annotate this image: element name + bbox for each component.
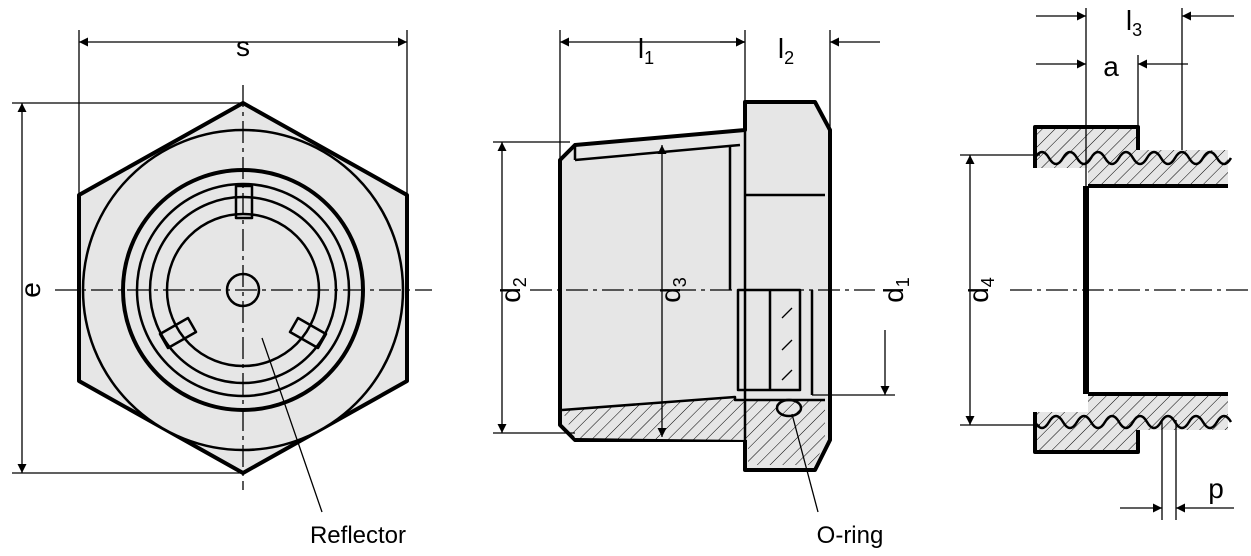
d1-label: d1 [878,277,913,303]
d4-label: d4 [963,277,998,303]
thread-bottom [1033,414,1233,430]
d3-sub: 3 [670,277,690,287]
mounting-view: d4 l3 a p [960,5,1248,520]
side-section-hatch [562,397,825,465]
reflector-slot-left [158,316,198,350]
glass-marks [781,307,793,381]
l2-sub: 2 [784,48,794,68]
side-view: l1 l2 d2 d3 d1 O-ring [493,30,913,549]
l1-base: l [638,33,644,64]
reflector-slot-top [234,184,254,220]
l2-label: l2 [778,33,794,68]
front-view: s e Reflector [12,30,432,549]
d3-base: d [655,287,686,303]
wall-bottom-outline [1033,412,1140,454]
s-label: s [236,31,250,62]
side-section-outline [561,395,825,412]
reflector-callout: Reflector [310,522,406,549]
d4-base: d [963,287,994,303]
d4-sub: 4 [978,277,998,287]
l3-label: l3 [1126,5,1142,40]
reflector-slot-right [288,316,328,350]
l1-sub: 1 [644,48,654,68]
o-ring-leader [791,413,819,513]
reflector-leader [261,337,323,513]
d2-label: d2 [495,277,530,303]
l1-label: l1 [638,33,654,68]
d3-label: d3 [655,277,690,303]
d1-base: d [878,287,909,303]
l3-sub: 3 [1132,20,1142,40]
o-ring [775,398,803,418]
l2-base: l [778,33,784,64]
e-label: e [15,282,46,298]
o-ring-callout: O-ring [817,522,884,549]
thread-top [1033,150,1233,166]
d1-sub: 1 [893,277,913,287]
l3-base: l [1126,5,1132,36]
d2-sub: 2 [510,277,530,287]
p-label: p [1208,473,1224,504]
d2-base: d [495,287,526,303]
a-label: a [1103,51,1119,82]
